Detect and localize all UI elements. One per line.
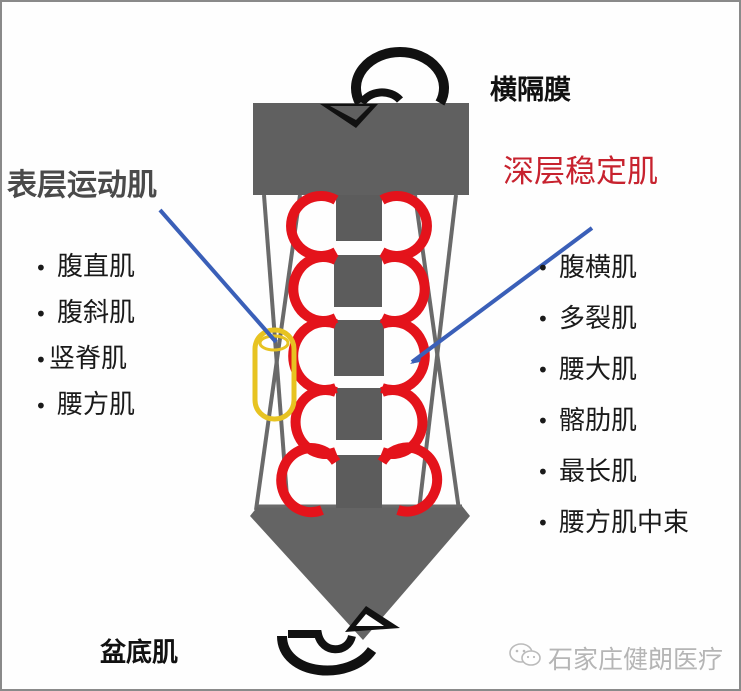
list-item: •多裂肌 [537,294,689,345]
bullet-icon: • [537,307,549,331]
watermark: 石家庄健朗医疗 [508,640,723,676]
list-item: •最长肌 [537,447,689,498]
bullet-icon: • [35,393,47,418]
watermark-text: 石家庄健朗医疗 [548,645,724,674]
pelvic-floor-label: 盆底肌 [100,638,179,668]
pelvic-rotation-arrow-icon [277,606,400,676]
list-item: •腰大肌 [537,345,689,396]
list-item: •腹横肌 [537,243,689,294]
superficial-muscles-title: 表层运动肌 [7,168,157,203]
deep-muscles-title: 深层稳定肌 [503,154,658,190]
diaphragm-label: 横隔膜 [490,75,571,106]
bullet-icon: • [35,301,47,326]
bullet-icon: • [537,511,549,535]
bullet-icon: • [537,409,549,433]
list-item: •腰方肌中束 [537,498,689,549]
superficial-muscle-list: •腹直肌 •腹斜肌 •竖脊肌 •腰方肌 [35,244,135,428]
pelvic-floor-block [250,506,470,640]
list-item: •髂肋肌 [537,396,689,447]
deep-pointer-line [410,226,594,364]
deep-muscle-list: •腹横肌 •多裂肌 •腰大肌 •髂肋肌 •最长肌 •腰方肌中束 [537,243,689,549]
wechat-icon [508,642,542,674]
deep-stabilizer-arcs [276,191,443,518]
bullet-icon: • [537,358,549,382]
list-item: •竖脊肌 [35,336,135,382]
bullet-icon: • [35,255,47,280]
bullet-icon: • [35,347,47,372]
vertebrae [334,195,384,508]
diaphragm-rotation-arrow-icon [320,47,449,128]
superficial-highlight-capsule [252,327,297,422]
bullet-icon: • [537,460,549,484]
list-item: •腹直肌 [35,244,135,290]
list-item: •腰方肌 [35,382,135,428]
list-item: •腹斜肌 [35,290,135,336]
bullet-icon: • [537,256,549,280]
superficial-pointer-line [158,208,278,344]
